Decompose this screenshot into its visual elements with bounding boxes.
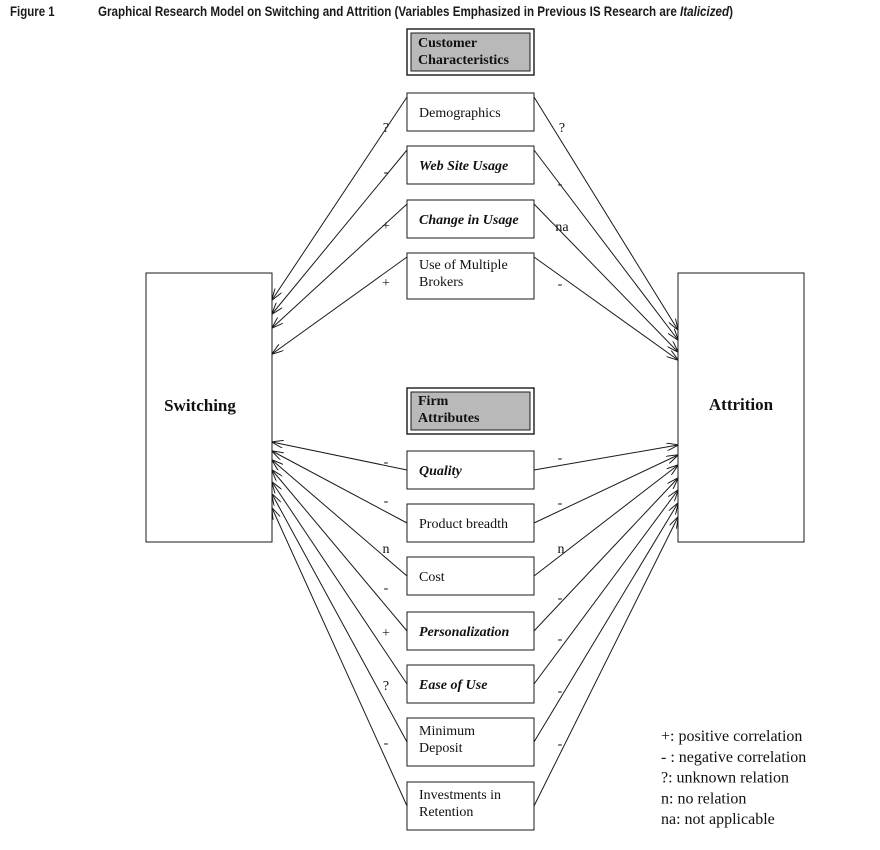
variable-label-minimum-deposit-line-2: Deposit: [419, 741, 463, 756]
figure-title-emphasis: Italicized: [680, 3, 730, 19]
variable-label-cost: Cost: [419, 570, 445, 585]
variable-label-personalization: Personalization: [419, 625, 509, 640]
sign-product-breadth-attrition: -: [558, 496, 563, 511]
sign-use-of-multiple-brokers-attrition: -: [558, 277, 563, 292]
sign-use-of-multiple-brokers-switching: +: [382, 276, 390, 291]
sign-investments-in-retention-switching: -: [384, 736, 389, 751]
customer-header-line-1: Customer: [418, 36, 477, 51]
arrow-ease-of-use-to-attrition: [533, 490, 678, 685]
arrow-personalization-to-attrition: [533, 478, 678, 632]
sign-demographics-attrition: ?: [559, 121, 565, 136]
switching-label: Switching: [164, 396, 236, 415]
sign-minimum-deposit-switching: ?: [383, 679, 389, 694]
firm-attributes-header: Firm Attributes: [406, 387, 535, 435]
arrow-quality-to-attrition: [533, 445, 678, 471]
variable-web-site-usage: Web Site Usage: [406, 145, 535, 185]
variable-label-change-in-usage: Change in Usage: [419, 213, 519, 228]
sign-change-in-usage-switching: +: [382, 219, 390, 234]
figure-title: Graphical Research Model on Switching an…: [98, 3, 733, 19]
variable-label-demographics: Demographics: [419, 106, 501, 121]
arrow-minimum-deposit-to-attrition: [533, 503, 678, 743]
sign-demographics-switching: ?: [383, 121, 389, 136]
relationship-arrows: [272, 96, 678, 807]
legend-item: - : negative correlation: [661, 749, 806, 766]
arrow-cost-to-attrition: [533, 465, 678, 577]
arrow-change-in-usage-to-attrition: [533, 203, 678, 352]
figure-label: Figure 1: [10, 3, 55, 19]
variable-label-quality: Quality: [419, 464, 463, 479]
switching-box: Switching: [145, 272, 273, 543]
sign-personalization-switching: -: [384, 581, 389, 596]
attrition-label: Attrition: [709, 395, 774, 414]
arrow-investments-in-retention-to-switching: [272, 508, 408, 807]
variable-product-breadth: Product breadth: [406, 503, 535, 543]
arrow-demographics-to-switching: [272, 96, 408, 300]
variable-label-ease-of-use: Ease of Use: [418, 678, 487, 693]
sign-minimum-deposit-attrition: -: [558, 684, 563, 699]
sign-quality-switching: -: [384, 455, 389, 470]
attrition-box: Attrition: [677, 272, 805, 543]
sign-web-site-usage-switching: -: [384, 165, 389, 180]
arrow-web-site-usage-to-attrition: [533, 149, 678, 340]
variable-personalization: Personalization: [406, 611, 535, 651]
arrow-demographics-to-attrition: [533, 96, 678, 330]
arrow-quality-to-switching: [272, 442, 408, 471]
variable-investments-in-retention: Investments in Retention: [406, 781, 535, 831]
variable-cost: Cost: [406, 556, 535, 596]
sign-investments-in-retention-attrition: -: [558, 737, 563, 752]
variable-label-investments-in-retention-line-1: Investments in: [419, 788, 501, 803]
arrow-investments-in-retention-to-attrition: [533, 517, 678, 807]
variable-label-product-breadth: Product breadth: [419, 517, 508, 532]
arrow-use-of-multiple-brokers-to-switching: [272, 256, 408, 354]
arrow-product-breadth-to-attrition: [533, 455, 678, 524]
arrow-ease-of-use-to-switching: [272, 482, 408, 685]
variable-label-minimum-deposit-line-1: Minimum: [419, 724, 475, 739]
figure-title-suffix: ): [729, 3, 734, 19]
sign-cost-switching: n: [383, 542, 390, 557]
sign-ease-of-use-switching: +: [382, 626, 390, 641]
sign-cost-attrition: n: [558, 542, 565, 557]
arrow-use-of-multiple-brokers-to-attrition: [533, 256, 678, 360]
arrow-change-in-usage-to-switching: [272, 203, 408, 328]
firm-header-line-2: Attributes: [418, 411, 480, 426]
legend-item: ?: unknown relation: [661, 770, 789, 787]
variable-ease-of-use: Ease of Use: [406, 664, 535, 704]
arrow-product-breadth-to-switching: [272, 451, 408, 524]
variable-demographics: Demographics: [406, 92, 535, 132]
arrow-cost-to-switching: [272, 460, 408, 577]
firm-header-line-1: Firm: [418, 394, 449, 409]
legend-item: n: no relation: [661, 790, 746, 807]
sign-web-site-usage-attrition: -: [558, 177, 563, 192]
arrow-web-site-usage-to-switching: [272, 149, 408, 314]
sign-ease-of-use-attrition: -: [558, 632, 563, 647]
sign-quality-attrition: -: [558, 451, 563, 466]
variable-label-use-of-multiple-brokers-line-2: Brokers: [419, 275, 463, 290]
legend-item: na: not applicable: [661, 811, 775, 828]
sign-change-in-usage-attrition: na: [555, 220, 569, 235]
customer-characteristics-header: Customer Characteristics: [406, 28, 535, 76]
legend: +: positive correlation - : negative corr…: [661, 728, 806, 828]
arrow-personalization-to-switching: [272, 470, 408, 632]
relationship-signs: ?? - - + na + - - - - - n n - - + -? - - -: [382, 121, 569, 752]
variable-label-web-site-usage: Web Site Usage: [419, 159, 508, 174]
variable-label-use-of-multiple-brokers-line-1: Use of Multiple: [419, 258, 508, 273]
sign-product-breadth-switching: -: [384, 494, 389, 509]
arrow-minimum-deposit-to-switching: [272, 494, 408, 743]
variable-change-in-usage: Change in Usage: [406, 199, 535, 239]
sign-personalization-attrition: -: [558, 591, 563, 606]
variable-quality: Quality: [406, 450, 535, 490]
legend-item: +: positive correlation: [661, 728, 802, 745]
variable-label-investments-in-retention-line-2: Retention: [419, 805, 473, 820]
customer-header-line-2: Characteristics: [418, 53, 510, 68]
figure-title-prefix: Graphical Research Model on Switching an…: [98, 3, 681, 19]
